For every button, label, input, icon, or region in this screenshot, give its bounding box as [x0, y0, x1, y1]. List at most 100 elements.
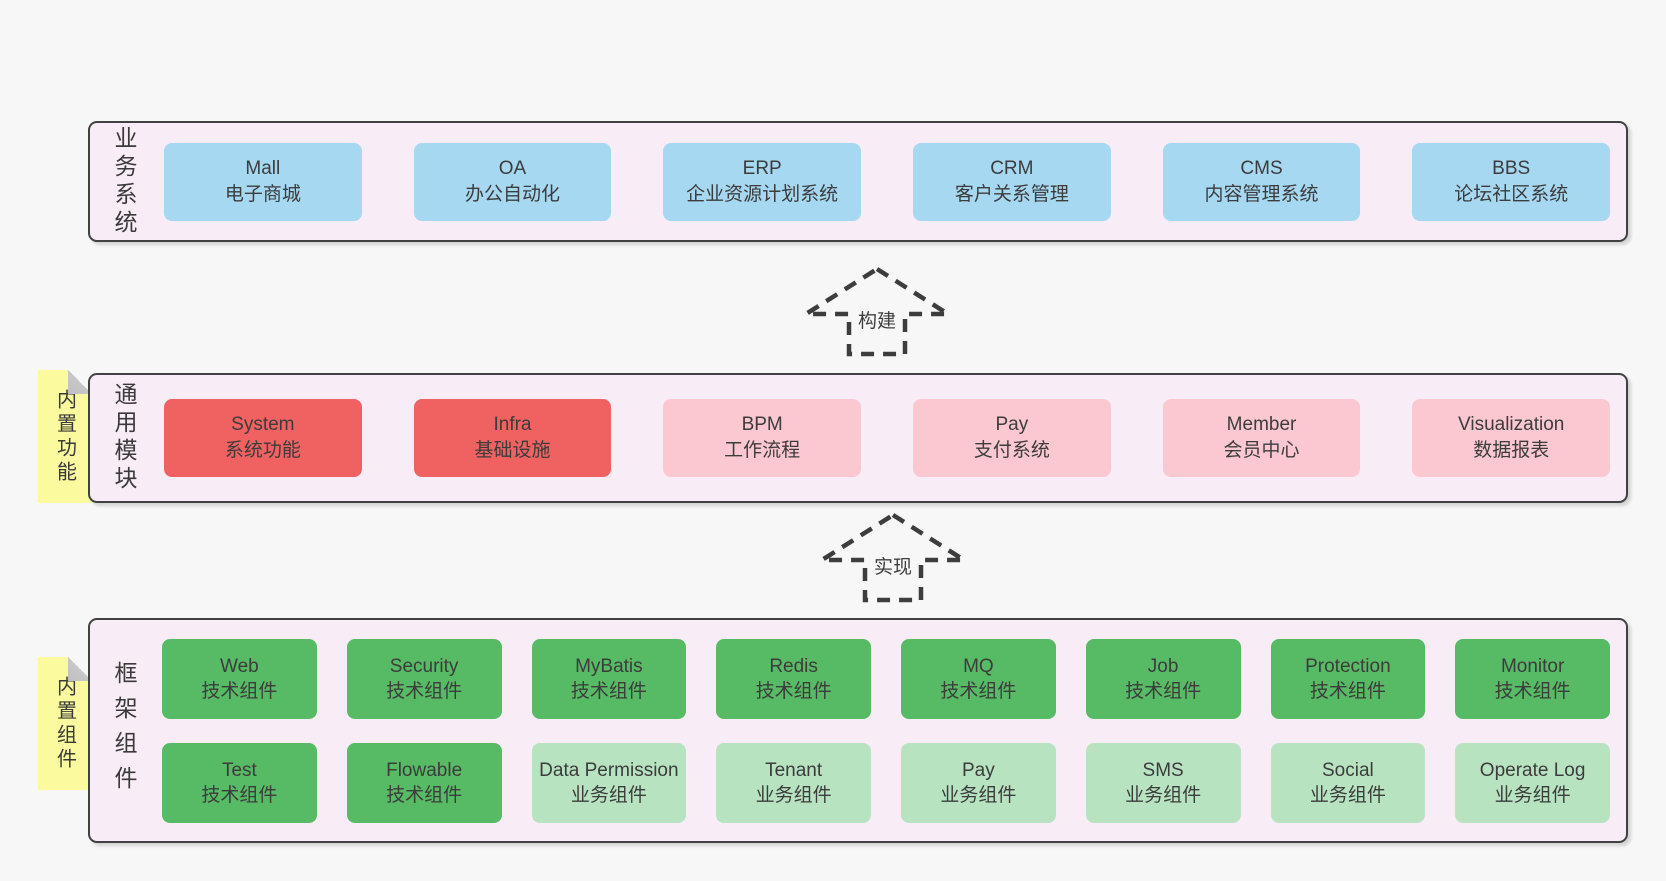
- box-title: BBS: [1492, 157, 1531, 179]
- box-oa: OA 办公自动化: [413, 142, 612, 221]
- box-title: CRM: [990, 157, 1034, 179]
- box-bbs: BBS 论坛社区系统: [1412, 142, 1611, 221]
- box-subtitle: 技术组件: [570, 680, 647, 702]
- box-title: Web: [220, 655, 259, 677]
- box-subtitle: 技术组件: [1309, 680, 1386, 702]
- box-subtitle: 内容管理系统: [1204, 183, 1319, 205]
- components-row-2: Test 技术组件 Flowable 技术组件 Data Permission …: [162, 742, 1610, 823]
- box-bpm: BPM 工作流程: [663, 399, 862, 477]
- box-pay-component: Pay 业务组件: [901, 742, 1056, 823]
- box-subtitle: 工作流程: [724, 440, 801, 461]
- box-infra: Infra 基础设施: [413, 399, 612, 477]
- box-title: SMS: [1142, 759, 1184, 781]
- layer-business-systems: 业务系统 Mall 电子商城 OA 办公自动化 ERP 企业资源计划系统 CRM…: [88, 121, 1628, 242]
- box-title: Redis: [769, 655, 818, 677]
- layer-label-business: 业务系统: [111, 125, 137, 238]
- box-member: Member 会员中心: [1162, 399, 1361, 477]
- box-title: Operate Log: [1479, 759, 1586, 781]
- box-data-permission: Data Permission 业务组件: [531, 742, 687, 823]
- box-redis: Redis 技术组件: [716, 638, 871, 719]
- box-pay-module: Pay 支付系统: [913, 399, 1111, 477]
- box-subtitle: 业务组件: [1309, 784, 1386, 806]
- box-erp: ERP 企业资源计划系统: [663, 142, 862, 221]
- up-arrow-icon: [802, 266, 952, 357]
- box-subtitle: 论坛社区系统: [1454, 183, 1569, 205]
- box-flowable: Flowable 技术组件: [346, 742, 502, 823]
- box-title: Data Permission: [539, 759, 679, 781]
- box-subtitle: 电子商城: [224, 183, 301, 205]
- box-title: ERP: [742, 157, 782, 179]
- box-subtitle: 业务组件: [570, 784, 647, 806]
- build-arrow: 构建: [802, 266, 952, 358]
- box-subtitle: 技术组件: [201, 784, 278, 806]
- box-subtitle: 企业资源计划系统: [686, 183, 839, 205]
- box-social: Social 业务组件: [1270, 742, 1426, 823]
- box-system: System 系统功能: [164, 399, 362, 477]
- box-title: Flowable: [386, 759, 463, 781]
- box-subtitle: 技术组件: [201, 680, 278, 702]
- box-title: Pay: [995, 414, 1029, 435]
- box-title: Mall: [245, 157, 281, 179]
- box-protection: Protection 技术组件: [1270, 638, 1426, 719]
- box-subtitle: 技术组件: [1494, 680, 1571, 702]
- box-subtitle: 数据报表: [1473, 440, 1550, 461]
- layer-framework-components: 框架组件 Web 技术组件 Security 技术组件 MyBatis 技术组件…: [88, 618, 1628, 843]
- note-text: 内置功能: [53, 388, 76, 485]
- box-subtitle: 办公自动化: [465, 183, 561, 205]
- layer-common-modules: 通用模块 System 系统功能 Infra 基础设施 BPM 工作流程 Pay…: [88, 373, 1628, 503]
- box-title: MyBatis: [575, 655, 643, 677]
- components-rows: Web 技术组件 Security 技术组件 MyBatis 技术组件 Redi…: [146, 620, 1610, 841]
- box-title: OA: [498, 157, 527, 179]
- box-title: Monitor: [1500, 655, 1565, 677]
- box-tenant: Tenant 业务组件: [716, 742, 871, 823]
- box-subtitle: 业务组件: [940, 784, 1017, 806]
- implement-arrow: 实现: [818, 512, 968, 604]
- box-job: Job 技术组件: [1085, 638, 1241, 719]
- box-title: Member: [1226, 414, 1297, 435]
- components-row-1: Web 技术组件 Security 技术组件 MyBatis 技术组件 Redi…: [162, 638, 1610, 719]
- box-subtitle: 技术组件: [386, 680, 463, 702]
- box-cms: CMS 内容管理系统: [1162, 142, 1361, 221]
- layer-label-modules: 通用模块: [111, 382, 137, 494]
- box-title: Job: [1147, 655, 1179, 677]
- box-title: BPM: [741, 414, 783, 435]
- box-subtitle: 基础设施: [474, 440, 551, 461]
- box-subtitle: 业务组件: [1494, 784, 1571, 806]
- box-monitor: Monitor 技术组件: [1455, 638, 1610, 719]
- business-box-row: Mall 电子商城 OA 办公自动化 ERP 企业资源计划系统 CRM 客户关系…: [146, 123, 1611, 240]
- box-title: System: [231, 414, 295, 435]
- layer-label-components: 框架组件: [111, 660, 137, 801]
- box-mq: MQ 技术组件: [901, 638, 1056, 719]
- box-mybatis: MyBatis 技术组件: [531, 638, 687, 719]
- modules-box-row: System 系统功能 Infra 基础设施 BPM 工作流程 Pay 支付系统…: [146, 375, 1611, 501]
- box-subtitle: 支付系统: [973, 440, 1050, 461]
- box-title: MQ: [963, 655, 994, 677]
- box-title: Visualization: [1458, 414, 1565, 435]
- box-mall: Mall 电子商城: [164, 142, 362, 221]
- box-web: Web 技术组件: [162, 638, 317, 719]
- up-arrow-icon: [818, 512, 968, 603]
- box-subtitle: 会员中心: [1223, 440, 1300, 461]
- box-title: Protection: [1305, 655, 1391, 677]
- box-sms: SMS 业务组件: [1085, 742, 1241, 823]
- box-operate-log: Operate Log 业务组件: [1455, 742, 1610, 823]
- box-subtitle: 系统功能: [224, 440, 301, 461]
- box-visualization: Visualization 数据报表: [1412, 399, 1611, 477]
- box-subtitle: 技术组件: [940, 680, 1017, 702]
- build-arrow-label: 构建: [854, 306, 900, 333]
- box-title: CMS: [1240, 157, 1283, 179]
- box-title: Social: [1322, 759, 1374, 781]
- box-subtitle: 业务组件: [1125, 784, 1202, 806]
- box-subtitle: 技术组件: [1125, 680, 1202, 702]
- box-title: Infra: [493, 414, 532, 435]
- box-title: Tenant: [765, 759, 823, 781]
- box-title: Pay: [962, 759, 995, 781]
- box-test: Test 技术组件: [162, 742, 317, 823]
- box-title: Security: [389, 655, 459, 677]
- box-subtitle: 技术组件: [386, 784, 463, 806]
- box-subtitle: 客户关系管理: [954, 183, 1069, 205]
- box-subtitle: 业务组件: [755, 784, 832, 806]
- box-subtitle: 技术组件: [755, 680, 832, 702]
- box-crm: CRM 客户关系管理: [913, 142, 1111, 221]
